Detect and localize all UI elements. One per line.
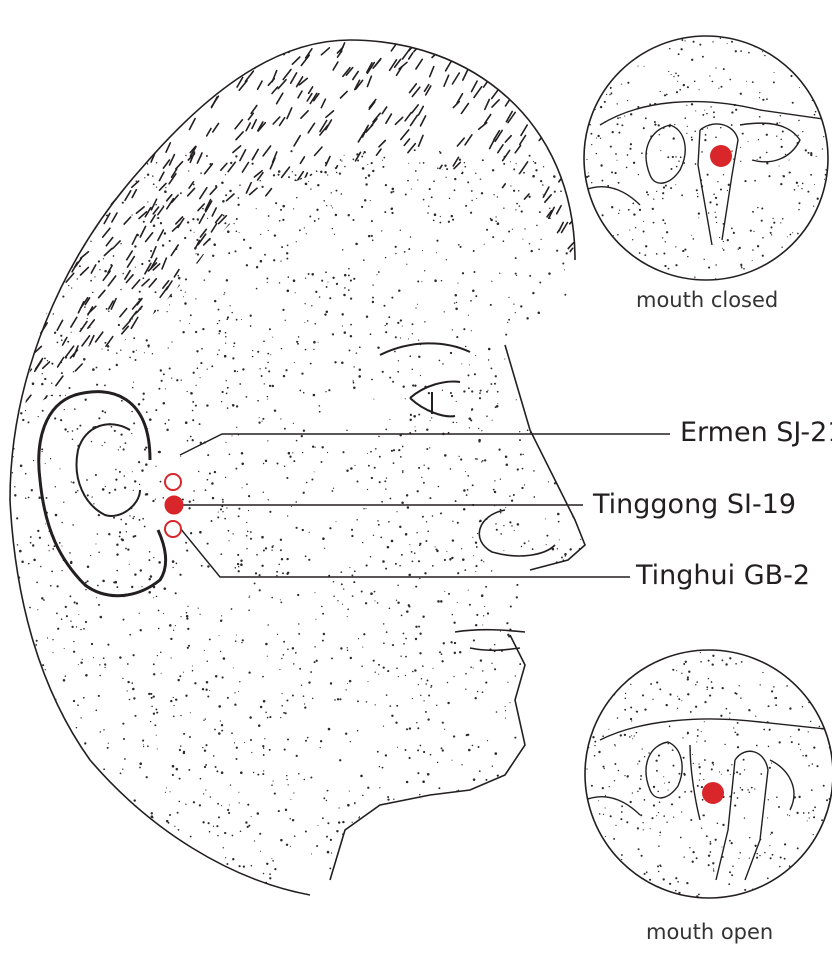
face-stipple-shading <box>0 149 601 909</box>
eye <box>410 382 460 417</box>
eyebrow <box>380 343 470 355</box>
leader-line-ermen <box>180 434 670 455</box>
point-label-tinggong: Tinggong SI-19 <box>593 489 796 520</box>
nostril <box>479 510 555 556</box>
caption-mouth-closed: mouth closed <box>636 288 778 312</box>
inset-mouth-closed <box>583 35 831 282</box>
leader-line-tinghui <box>180 528 630 577</box>
acupuncture-point-open-icon <box>165 521 181 537</box>
lips <box>455 630 525 651</box>
caption-mouth-open: mouth open <box>646 920 773 944</box>
ear-inner-fold <box>77 424 140 516</box>
head-back-outline <box>10 40 350 895</box>
point-label-ermen: Ermen SJ-21 <box>680 417 832 448</box>
acupuncture-point-open-icon <box>165 474 181 490</box>
acupuncture-point-filled-icon <box>165 496 183 514</box>
point-label-tinghui: Tinghui GB-2 <box>636 560 810 591</box>
inset-mouth-open <box>584 649 832 900</box>
hair-strokes <box>14 41 580 429</box>
